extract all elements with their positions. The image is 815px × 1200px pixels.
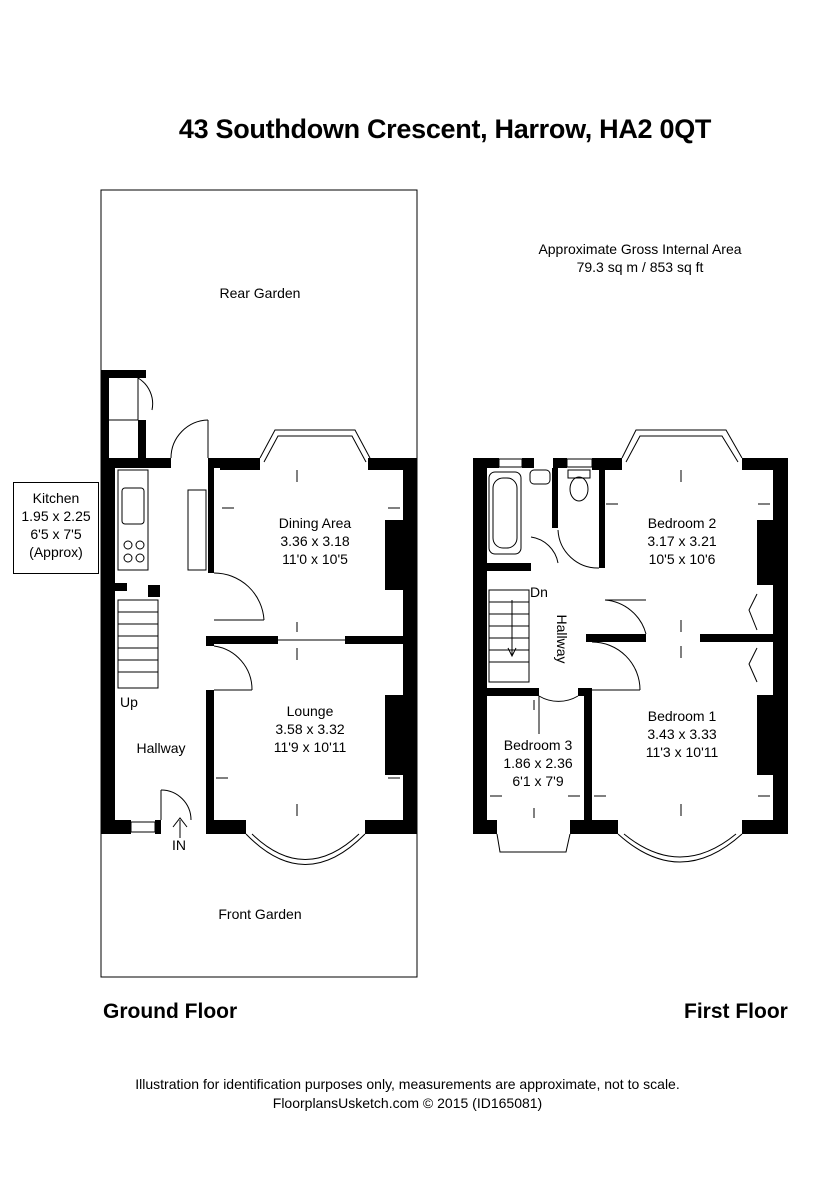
- first-floor-walls: [473, 458, 788, 834]
- ground-floor-label: Ground Floor: [103, 1000, 238, 1023]
- dining-name: Dining Area: [278, 515, 352, 531]
- lounge-imperial: 11'9 x 10'11: [273, 739, 347, 755]
- kitchen-name: Kitchen: [32, 490, 80, 506]
- bedroom2-name: Bedroom 2: [647, 515, 717, 531]
- entrance-in-label: IN: [172, 837, 186, 853]
- stairs-down-label: Dn: [530, 584, 548, 600]
- bedroom2-label: Bedroom 2 3.17 x 3.21 10'5 x 10'6: [612, 514, 752, 568]
- stairs-up-label: Up: [120, 694, 138, 710]
- bedroom3-imperial: 6'1 x 7'9: [512, 773, 564, 789]
- dining-metric: 3.36 x 3.18: [280, 533, 350, 549]
- bedroom1-metric: 3.43 x 3.33: [647, 726, 717, 742]
- first-floor-label: First Floor: [684, 1000, 788, 1023]
- kitchen-metric: 1.95 x 2.25: [21, 508, 91, 524]
- bedroom3-metric: 1.86 x 2.36: [503, 755, 573, 771]
- dining-imperial: 11'0 x 10'5: [282, 551, 348, 567]
- bedroom3-label: Bedroom 3 1.86 x 2.36 6'1 x 7'9: [492, 736, 584, 790]
- ground-floor-walls: [101, 370, 417, 834]
- lounge-metric: 3.58 x 3.32: [275, 721, 345, 737]
- bedroom1-imperial: 11'3 x 10'11: [645, 744, 719, 760]
- disclaimer: Illustration for identification purposes…: [0, 1075, 815, 1113]
- gross-area: Approximate Gross Internal Area 79.3 sq …: [510, 240, 770, 276]
- bedroom2-imperial: 10'5 x 10'6: [648, 551, 716, 567]
- front-garden-label: Front Garden: [218, 906, 302, 922]
- lounge-name: Lounge: [286, 703, 334, 719]
- kitchen-label-box: Kitchen 1.95 x 2.25 6'5 x 7'5 (Approx): [13, 482, 99, 574]
- lounge-label: Lounge 3.58 x 3.32 11'9 x 10'11: [240, 702, 380, 756]
- ground-plot-outline: [100, 189, 418, 978]
- bedroom1-name: Bedroom 1: [647, 708, 717, 724]
- page-title: 43 Southdown Crescent, Harrow, HA2 0QT: [178, 114, 712, 144]
- bedroom3-name: Bedroom 3: [503, 737, 573, 753]
- dining-area-label: Dining Area 3.36 x 3.18 11'0 x 10'5: [245, 514, 385, 568]
- ground-hallway-label: Hallway: [136, 740, 186, 756]
- kitchen-imperial: 6'5 x 7'5: [30, 526, 82, 542]
- bedroom1-label: Bedroom 1 3.43 x 3.33 11'3 x 10'11: [612, 707, 752, 761]
- first-hallway-label: Hallway: [554, 614, 570, 664]
- rear-garden-label: Rear Garden: [219, 285, 301, 301]
- bedroom2-metric: 3.17 x 3.21: [647, 533, 717, 549]
- kitchen-note: (Approx): [29, 544, 83, 560]
- gross-area-label: Approximate Gross Internal Area: [538, 241, 742, 257]
- gross-area-value: 79.3 sq m / 853 sq ft: [576, 259, 704, 275]
- disclaimer-text: Illustration for identification purposes…: [135, 1076, 680, 1092]
- copyright-text: FloorplansUsketch.com © 2015 (ID165081): [272, 1095, 543, 1111]
